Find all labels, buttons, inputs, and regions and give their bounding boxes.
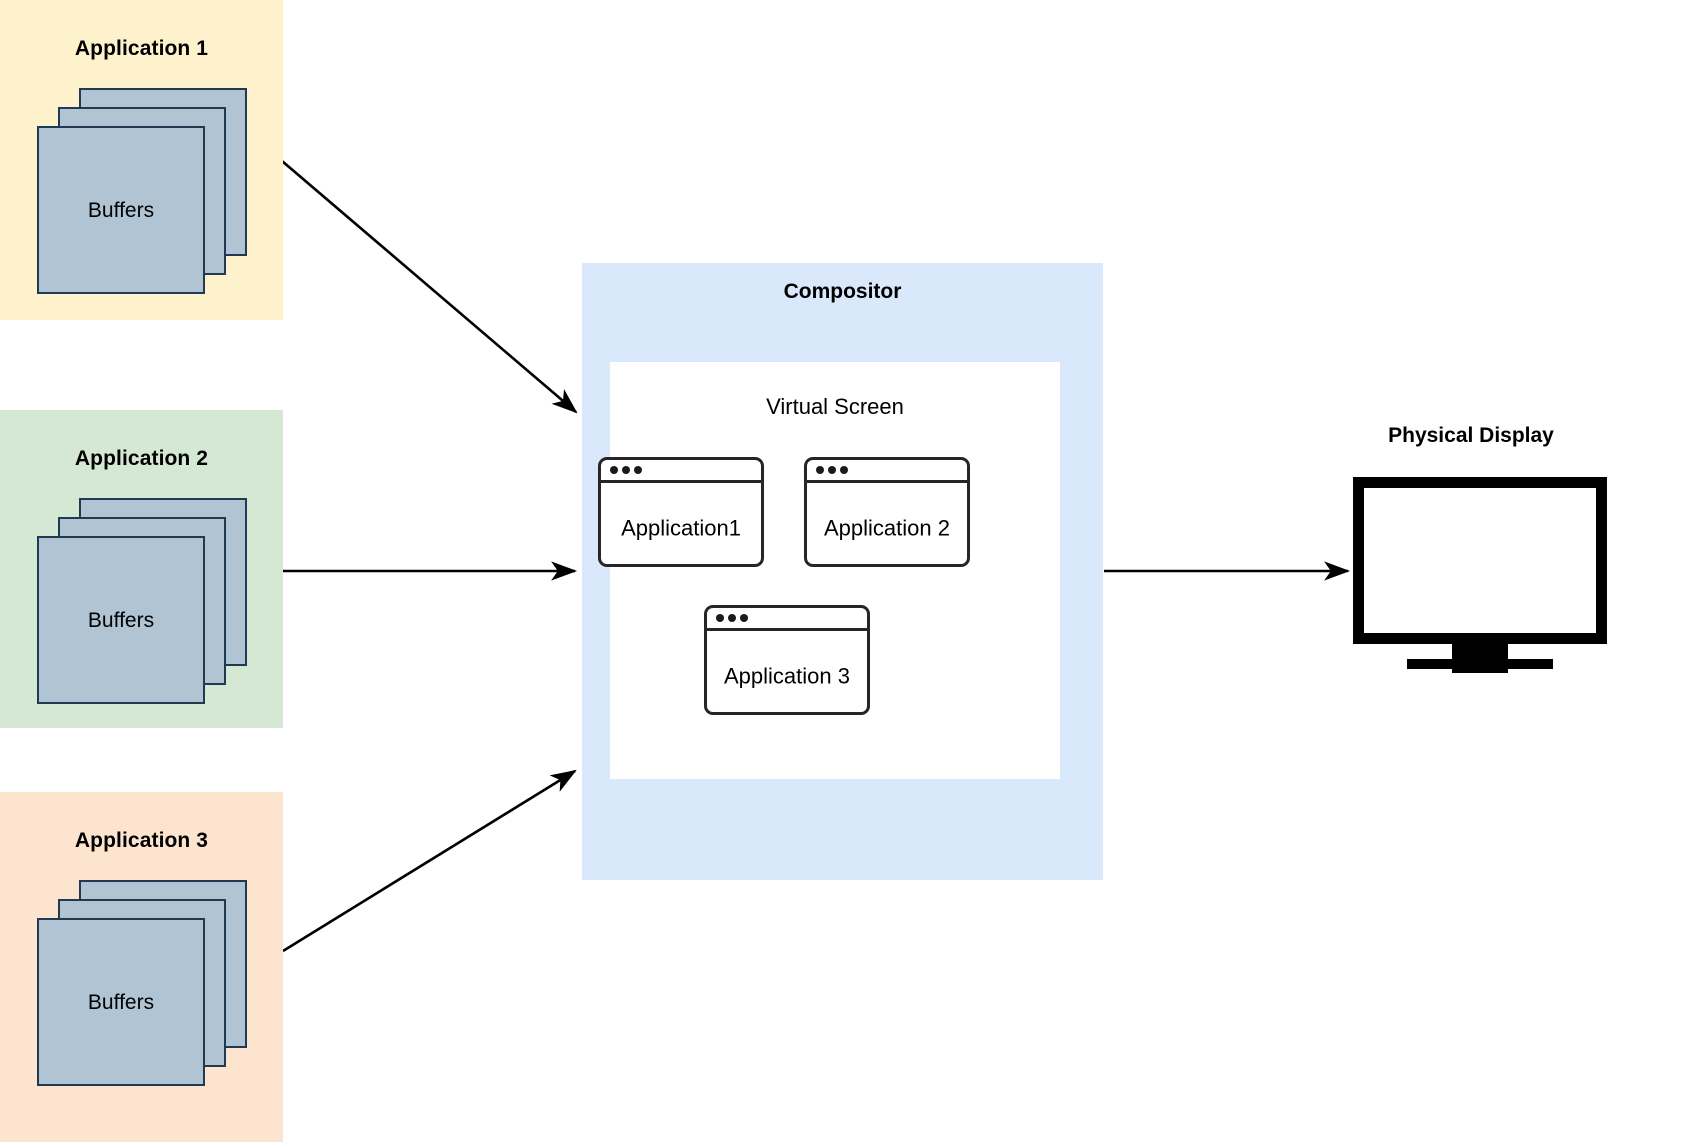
arrow-app1-to-compositor <box>281 160 578 414</box>
virtual-window-application2[interactable]: Application 2 <box>804 457 970 567</box>
monitor-base <box>1407 659 1553 669</box>
application-2-group: Application 2 Buffers <box>0 410 283 728</box>
window-dot-icon <box>622 466 630 474</box>
virtual-screen-title: Virtual Screen <box>766 394 904 419</box>
window-dot-icon <box>816 466 824 474</box>
window-dots <box>716 614 748 622</box>
arrow-app3-to-compositor <box>282 769 577 953</box>
window-titlebar <box>707 608 867 631</box>
application-1-group: Application 1 Buffers <box>0 0 283 320</box>
monitor-screen <box>1353 477 1607 644</box>
compositor-title: Compositor <box>783 280 902 303</box>
buffer-sheet-front: Buffers <box>37 918 205 1086</box>
application-1-title: Application 1 <box>74 37 209 60</box>
application-2-title: Application 2 <box>74 447 209 470</box>
buffers-label: Buffers <box>87 609 155 632</box>
virtual-window-label: Application 3 <box>724 663 850 689</box>
window-dot-icon <box>740 614 748 622</box>
virtual-window-label: Application1 <box>621 515 741 541</box>
virtual-window-application1[interactable]: Application1 <box>598 457 764 567</box>
window-dot-icon <box>828 466 836 474</box>
window-dot-icon <box>728 614 736 622</box>
buffer-sheet-front: Buffers <box>37 126 205 294</box>
application-2-buffer-stack: Buffers <box>37 498 247 704</box>
window-titlebar <box>807 460 967 483</box>
virtual-window-label: Application 2 <box>824 515 950 541</box>
window-dots <box>816 466 848 474</box>
buffer-sheet-front: Buffers <box>37 536 205 704</box>
buffers-label: Buffers <box>87 199 155 222</box>
application-1-buffer-stack: Buffers <box>37 88 247 294</box>
application-3-title: Application 3 <box>74 829 209 852</box>
application-3-group: Application 3 Buffers <box>0 792 283 1142</box>
window-dot-icon <box>610 466 618 474</box>
window-dot-icon <box>840 466 848 474</box>
virtual-screen: Virtual Screen Application1 <box>598 362 1060 779</box>
window-dot-icon <box>634 466 642 474</box>
virtual-window-application3[interactable]: Application 3 <box>704 605 870 715</box>
physical-display-title: Physical Display <box>1388 424 1554 447</box>
application-3-buffer-stack: Buffers <box>37 880 247 1086</box>
window-dot-icon <box>716 614 724 622</box>
window-titlebar <box>601 460 761 483</box>
buffers-label: Buffers <box>87 991 155 1014</box>
window-dots <box>610 466 642 474</box>
compositor-group: Compositor Virtual Screen Application1 <box>582 263 1103 880</box>
